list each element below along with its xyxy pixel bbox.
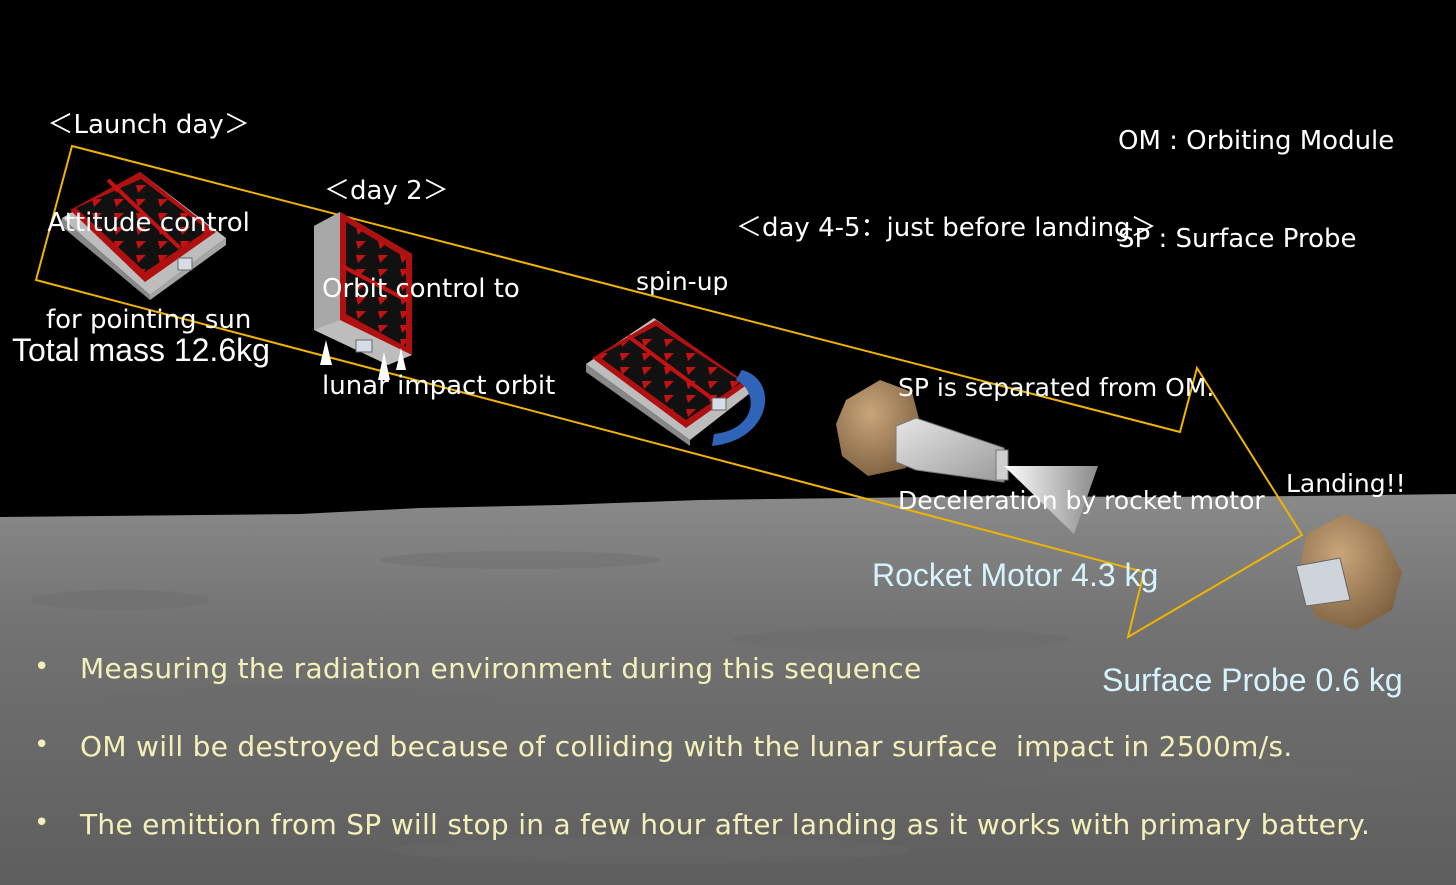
- launch-day-line1: Attitude control: [47, 207, 250, 238]
- cubesat-icon: [314, 212, 412, 380]
- lunar-texture: [30, 551, 1420, 864]
- bullet-symbol: •: [34, 730, 50, 760]
- airbag-probe-icon: [1295, 514, 1402, 630]
- trajectory-arrow: [34, 144, 1304, 640]
- legend: OM : Orbiting Module SP : Surface Probe: [1118, 60, 1394, 288]
- bullet-text: Measuring the radiation environment duri…: [80, 652, 922, 685]
- rocket-plume-icon: [1004, 466, 1098, 534]
- separation-label: SP is separated from OM. Deceleration by…: [898, 294, 1265, 557]
- lunar-surface: [0, 494, 1456, 885]
- bullet-text: The emittion from SP will stop in a few …: [80, 808, 1371, 841]
- day2-line1: Orbit control to: [322, 273, 520, 304]
- list-item: • The emittion from SP will stop in a fe…: [34, 808, 1370, 884]
- day2-title: ＜day 2＞: [324, 176, 449, 206]
- cubesat-icon: [586, 318, 754, 446]
- list-item: • Measuring the radiation environment du…: [34, 652, 921, 728]
- cubesat-icon: [60, 172, 226, 300]
- launch-day-label: ＜Launch day＞ Attitude control for pointi…: [46, 44, 251, 369]
- legend-sp: SP : Surface Probe: [1118, 223, 1357, 254]
- day45-title: ＜day 4-5：just before landing＞: [736, 213, 1157, 243]
- day2-line2: lunar impact orbit: [322, 371, 556, 401]
- day2-label: ＜day 2＞ Orbit control to lunar impact or…: [322, 110, 555, 435]
- bullet-symbol: •: [34, 808, 50, 838]
- surface-probe-mass-label: Surface Probe 0.6 kg: [1102, 662, 1403, 698]
- curved-arrow-icon: [712, 366, 766, 446]
- total-mass-label: Total mass 12.6kg: [12, 332, 270, 368]
- rocket-motor: [895, 417, 1009, 483]
- launch-day-title: ＜Launch day＞: [47, 110, 250, 140]
- rocket-motor-mass-label: Rocket Motor 4.3 kg: [872, 557, 1159, 593]
- launch-day-line2: for pointing sun: [46, 305, 252, 335]
- bullet-symbol: •: [34, 652, 50, 682]
- separation-line1: SP is separated from OM.: [898, 373, 1215, 402]
- landing-label: Landing!!: [1286, 469, 1406, 498]
- legend-om: OM : Orbiting Module: [1118, 126, 1395, 156]
- spinup-label: spin-up: [636, 267, 729, 296]
- separation-line2: Deceleration by rocket motor: [898, 485, 1265, 515]
- bullet-text: OM will be destroyed because of collidin…: [80, 730, 1293, 763]
- list-item: • OM will be destroyed because of collid…: [34, 730, 1292, 806]
